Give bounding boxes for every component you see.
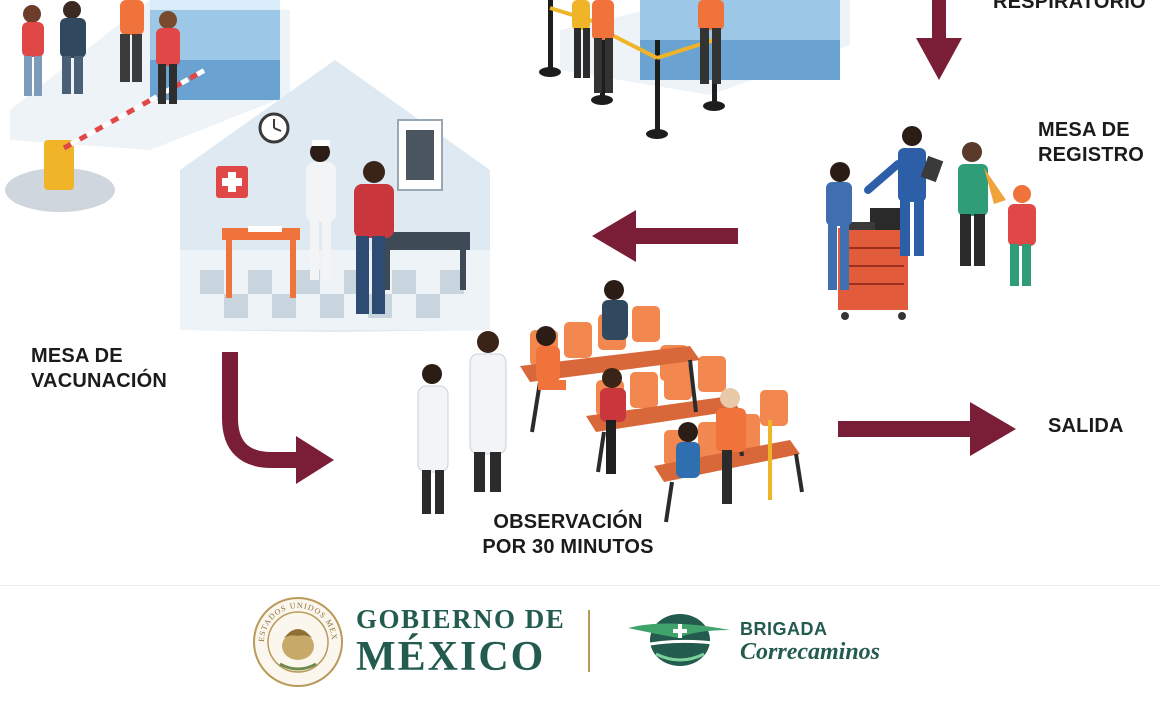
entrance-queue-scene <box>5 0 290 212</box>
step-label-registro: MESA DE REGISTRO <box>1038 119 1145 166</box>
arrow-left-to-vacunacion <box>592 210 738 262</box>
respiratory-triage-scene <box>539 0 850 139</box>
footer-branding: ESTADOS UNIDOS MEXICANOS GOBIERNO DE MÉX… <box>0 585 1160 701</box>
flow-arrows <box>222 0 1016 484</box>
registration-desk-scene <box>826 126 1036 320</box>
step-label-respiratorio: RESPIRATORIO <box>993 0 1146 13</box>
gobierno-line1: GOBIERNO DE <box>356 604 566 634</box>
vaccination-flow-diagram: RESPIRATORIO MESA DE REGISTRO MESA DE VA… <box>5 0 1146 558</box>
roadrunner-logo-icon <box>626 608 734 677</box>
arrow-right-to-salida <box>838 402 1016 456</box>
gobierno-de-mexico-wordmark: GOBIERNO DE MÉXICO <box>356 604 565 680</box>
observation-scene <box>417 280 804 523</box>
vaccination-room-scene <box>180 60 490 332</box>
arrow-curve-to-observacion <box>222 352 334 484</box>
step-label-salida: SALIDA <box>1048 415 1124 437</box>
step-label-observacion: OBSERVACIÓN POR 30 MINUTOS <box>482 511 654 558</box>
step-label-vacunacion: MESA DE VACUNACIÓN <box>31 345 168 392</box>
brigada-line1: BRIGADA <box>740 619 828 639</box>
brigada-correcaminos-wordmark: BRIGADA Correcaminos <box>740 619 880 665</box>
gobierno-line2: MÉXICO <box>356 634 546 680</box>
illustration-canvas <box>5 0 1036 523</box>
footer-divider <box>588 610 590 672</box>
arrow-down-to-registro <box>916 0 962 80</box>
mexico-seal-icon: ESTADOS UNIDOS MEXICANOS <box>247 587 346 695</box>
brigada-line2: Correcaminos <box>740 639 881 665</box>
